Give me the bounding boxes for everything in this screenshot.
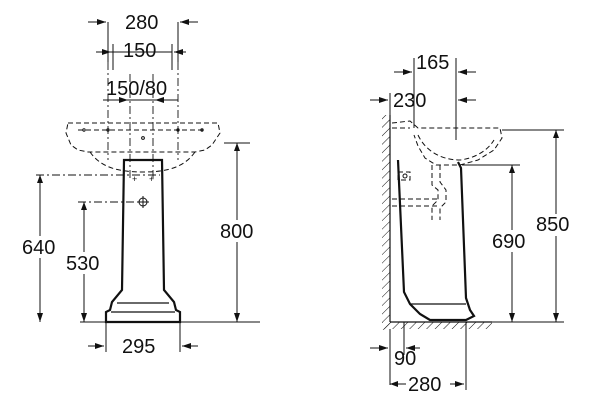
- dim-label-280: 280: [125, 12, 158, 34]
- dim-90: 90: [370, 322, 420, 385]
- dim-label-690: 690: [492, 231, 525, 253]
- dim-label-280-side: 280: [408, 374, 441, 396]
- dim-label-150: 150: [123, 40, 156, 62]
- dim-295: 295: [88, 322, 198, 358]
- dim-150-80: 150/80: [103, 62, 179, 180]
- svg-text:+: +: [149, 174, 154, 184]
- dim-150: 150: [96, 40, 186, 70]
- dim-label-230: 230: [393, 90, 426, 112]
- basin-front: [65, 122, 221, 173]
- dim-label-530: 530: [66, 253, 99, 275]
- dim-165: 165: [394, 52, 476, 140]
- dim-label-295: 295: [122, 336, 155, 358]
- dim-280-top: 280: [88, 12, 198, 62]
- dim-530: 530: [64, 201, 143, 322]
- dim-label-800: 800: [220, 221, 253, 243]
- dim-280-side: 280: [390, 322, 467, 396]
- dim-640: 640: [22, 174, 160, 322]
- dim-230: 230: [370, 90, 476, 115]
- dim-800: 800: [218, 142, 258, 322]
- dim-850: 850: [502, 129, 578, 323]
- svg-text:+: +: [132, 174, 137, 184]
- dim-label-850: 850: [536, 214, 569, 236]
- dim-label-150-80: 150/80: [106, 78, 167, 100]
- dim-label-165: 165: [416, 52, 449, 74]
- dim-690: 690: [462, 164, 532, 323]
- trap-side: [392, 165, 447, 220]
- side-view: 165 230: [370, 52, 578, 396]
- pedestal-front: + +: [104, 158, 182, 324]
- basin-side: [391, 120, 503, 166]
- wall: [382, 115, 492, 330]
- front-view: 280 150 150/80: [22, 12, 260, 358]
- pedestal-side: [396, 159, 476, 322]
- dim-label-90: 90: [394, 348, 416, 370]
- dim-label-640: 640: [22, 237, 55, 259]
